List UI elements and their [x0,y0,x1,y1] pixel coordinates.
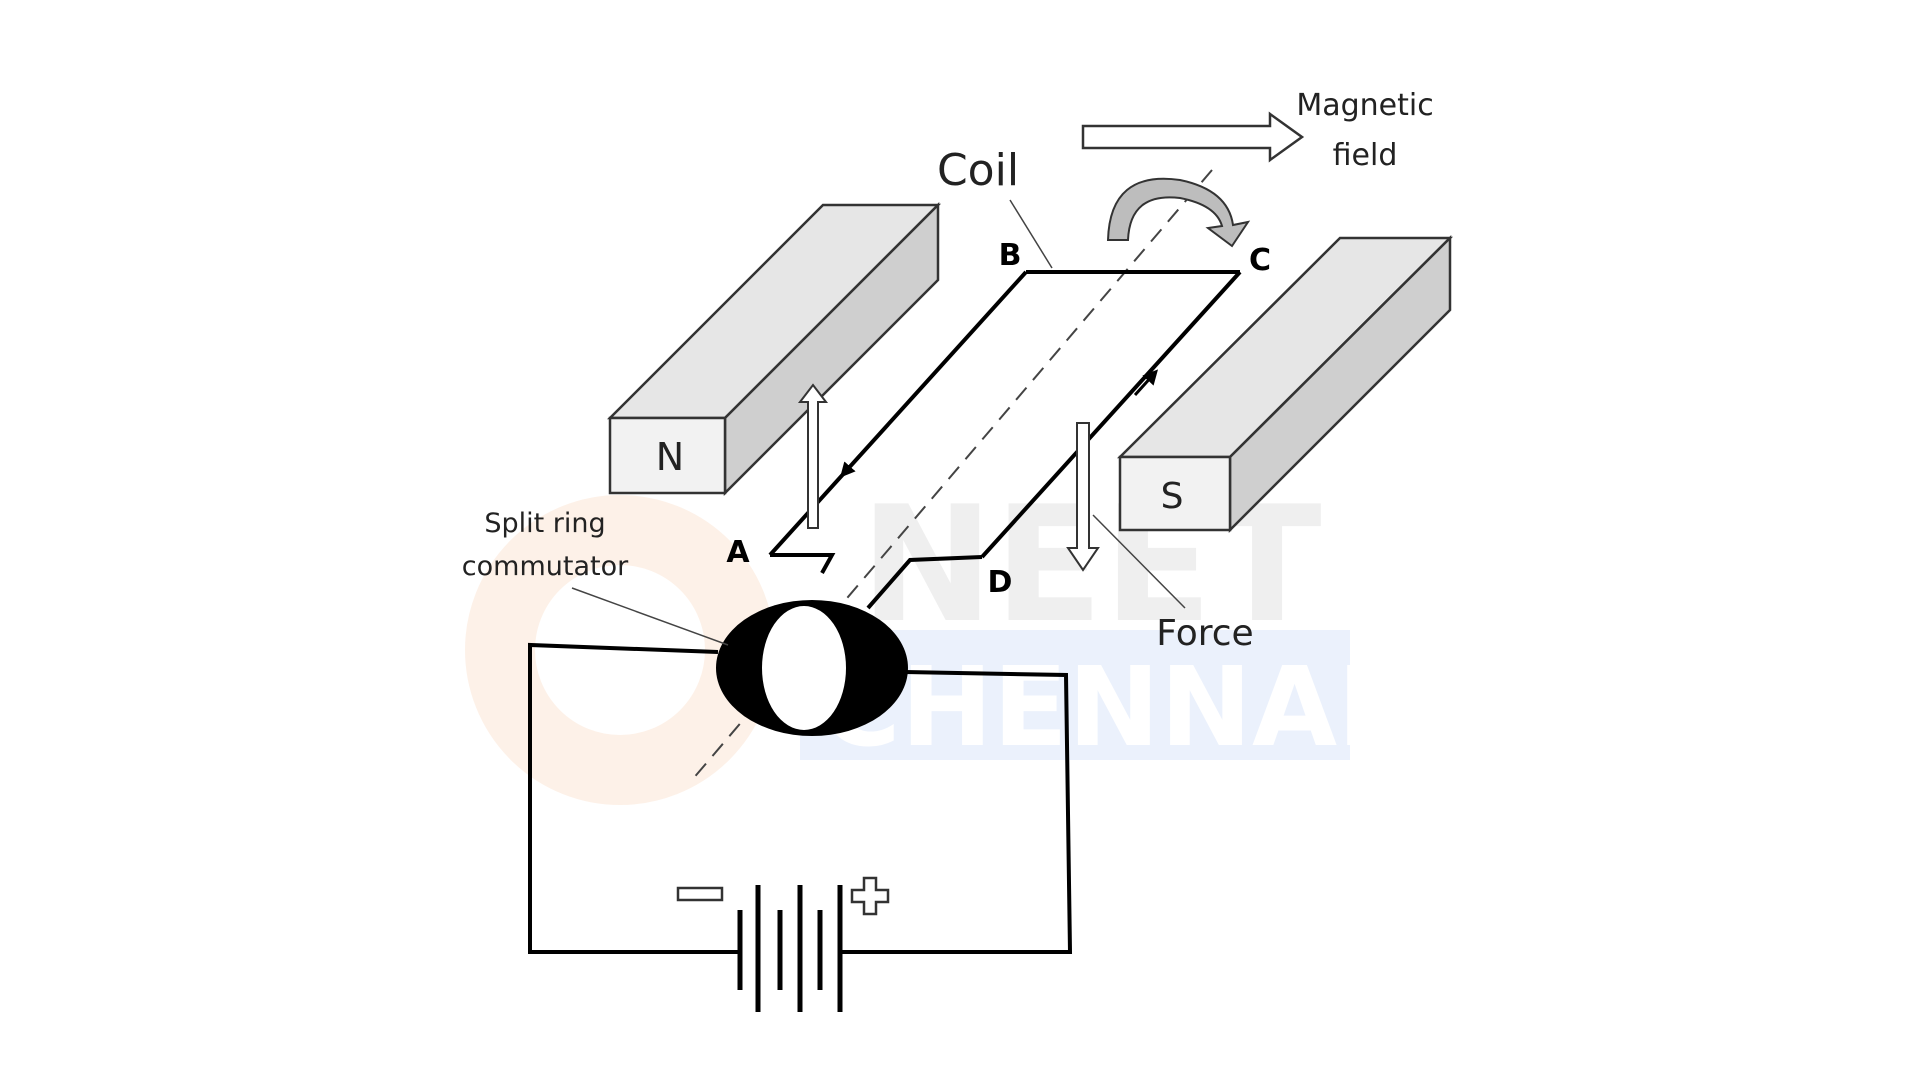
circuit-wire-left [528,642,740,954]
coil-lead-a [770,553,836,574]
split-ring-label-line2: commutator [462,551,629,582]
battery-positive-icon [850,876,890,916]
north-magnet-face [608,416,727,495]
coil-lead-d [866,555,983,610]
current-arrow-cd-icon [1133,369,1159,397]
corner-label-c: C [1249,243,1271,278]
watermark-text-chennai: CHENNAI [820,643,1378,771]
coil-leader-line [1009,199,1053,269]
north-magnet: N [606,201,942,497]
split-ring-leader-line [571,587,729,646]
force-label: Force [1156,613,1253,654]
south-magnet-face [1118,455,1232,532]
split-ring-label-line1: Split ring [484,508,605,539]
commutator-gap [762,606,846,730]
watermark: NEET CHENNAI [465,471,1378,805]
magnetic-field-label-line2: field [1333,138,1398,173]
current-arrow-ab-icon [840,454,862,478]
corner-label-d: D [988,565,1013,600]
force-leader-line [1092,514,1186,609]
battery-negative-icon [676,886,724,902]
coil-side-cd [980,270,1242,559]
rotation-arrow-icon [1106,177,1251,248]
coil-label: Coil [937,145,1019,196]
magnetic-field-label-line1: Magnetic [1296,88,1433,123]
force-arrow-down-icon [1066,422,1100,572]
circuit-wire-right [840,670,1073,954]
magnetic-field-arrow-icon [1081,111,1305,163]
corner-label-a: A [726,535,750,570]
south-magnet: S [1116,234,1454,534]
force-arrow-up-icon [797,383,829,529]
split-ring-commutator [716,600,908,736]
pole-label-north: N [656,435,684,479]
battery-icon [737,885,843,1012]
corner-label-b: B [999,238,1022,273]
pole-label-south: S [1161,476,1184,517]
